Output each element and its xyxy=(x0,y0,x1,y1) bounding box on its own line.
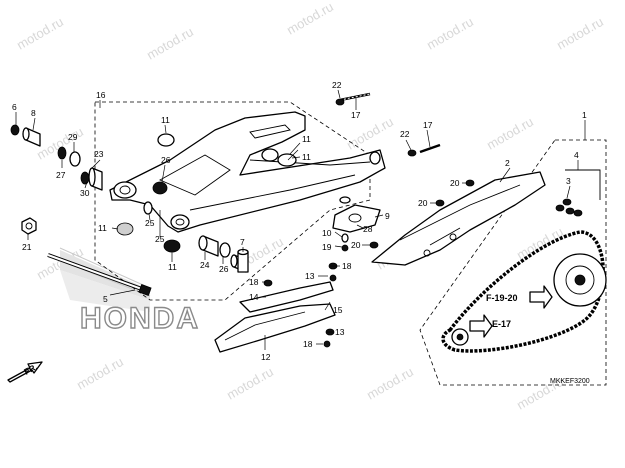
watermark: motod.ru xyxy=(14,14,66,53)
reference-f-19-20: F-19-20 xyxy=(486,285,553,309)
reference-e-17: E-17 xyxy=(469,314,511,338)
reference-e-label: E-17 xyxy=(492,319,511,329)
callout-18-a: 18 xyxy=(342,261,352,271)
swingarm xyxy=(109,111,386,233)
leader-lines xyxy=(15,89,586,350)
reference-f-label: F-19-20 xyxy=(486,293,518,303)
front-direction-arrow: FR. xyxy=(7,361,43,383)
callout-21: 21 xyxy=(22,242,32,252)
callout-29: 29 xyxy=(68,132,78,142)
watermark: motod.ru xyxy=(424,14,476,53)
callout-11-d: 11 xyxy=(302,134,311,144)
master-link-set xyxy=(555,198,583,217)
watermark: motod.ru xyxy=(484,114,536,153)
callout-20-a: 20 xyxy=(450,178,460,188)
drive-chain xyxy=(441,230,607,353)
callout-24: 24 xyxy=(200,260,210,270)
pivot-bolt xyxy=(47,253,152,296)
master-link-group-bracket xyxy=(565,169,601,200)
chain-slider xyxy=(214,281,336,353)
callout-11-e: 11 xyxy=(302,152,311,162)
callout-16: 16 xyxy=(96,90,106,100)
callout-28: 28 xyxy=(363,224,373,234)
callout-11-b: 11 xyxy=(98,223,107,233)
watermark: motod.ru xyxy=(224,364,276,403)
watermark-layer: motod.ru motod.ru motod.ru motod.ru moto… xyxy=(14,0,606,413)
callout-14: 14 xyxy=(249,292,259,302)
chain-guide-bracket xyxy=(332,196,381,233)
callout-17-a: 17 xyxy=(351,110,361,120)
honda-logo: HONDA xyxy=(59,247,200,336)
callout-15: 15 xyxy=(333,305,343,315)
callout-6: 6 xyxy=(12,102,17,112)
callout-27: 27 xyxy=(56,170,66,180)
callout-2: 2 xyxy=(505,158,510,168)
callout-17-b: 17 xyxy=(423,120,433,130)
watermark: motod.ru xyxy=(364,364,416,403)
watermark: motod.ru xyxy=(144,24,196,63)
callout-25-b: 25 xyxy=(155,234,165,244)
chain-case xyxy=(371,171,546,266)
callout-30: 30 xyxy=(80,188,90,198)
callout-numbers: 6 8 16 29 23 27 30 11 26 11 25 25 11 24 … xyxy=(12,80,587,362)
callout-11-c: 11 xyxy=(168,262,177,272)
callout-9: 9 xyxy=(385,211,390,221)
callout-18-c: 18 xyxy=(303,339,313,349)
watermark: motod.ru xyxy=(74,354,126,393)
brand-wordmark: HONDA xyxy=(80,302,200,335)
pivot-bearings xyxy=(57,146,247,273)
callout-23: 23 xyxy=(94,149,104,159)
callout-25-a: 25 xyxy=(145,218,155,228)
callout-8: 8 xyxy=(31,108,36,118)
callout-22-b: 22 xyxy=(400,129,410,139)
callout-20-c: 20 xyxy=(351,240,361,250)
diagram-code: MKKEF3200 xyxy=(550,378,590,385)
callout-10: 10 xyxy=(322,228,332,238)
watermark: motod.ru xyxy=(514,224,566,263)
callout-22-a: 22 xyxy=(332,80,342,90)
collar-and-cap xyxy=(10,124,41,147)
callout-20-b: 20 xyxy=(418,198,428,208)
callout-1: 1 xyxy=(582,110,587,120)
spacer xyxy=(237,248,249,273)
callout-26-b: 26 xyxy=(219,264,229,274)
pivot-nut xyxy=(21,217,37,235)
watermark: motod.ru xyxy=(554,14,606,53)
drive-chain-group-outline xyxy=(419,139,607,386)
callout-26: 26 xyxy=(161,155,171,165)
callout-3: 3 xyxy=(566,176,571,186)
watermark: motod.ru xyxy=(284,0,336,38)
callout-4: 4 xyxy=(574,150,579,160)
callout-18-b: 18 xyxy=(249,277,259,287)
callout-13-a: 13 xyxy=(305,271,315,281)
callout-11-a: 11 xyxy=(161,115,170,125)
callout-19: 19 xyxy=(322,242,332,252)
callout-13-b: 13 xyxy=(335,327,345,337)
callout-12: 12 xyxy=(261,352,271,362)
swingarm-group-outline xyxy=(94,101,371,301)
callout-5: 5 xyxy=(103,294,108,304)
callout-7: 7 xyxy=(240,237,245,247)
